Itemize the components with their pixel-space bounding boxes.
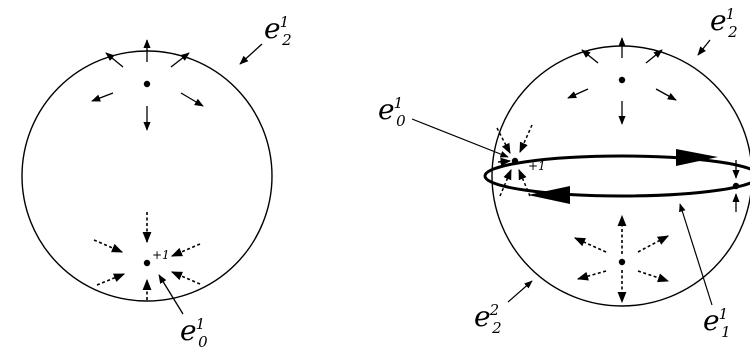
left-bottom-sink-point — [143, 259, 151, 267]
dashed-arrow-from-lower-left — [96, 273, 126, 286]
dashed-arrow-from-lower-right — [170, 271, 201, 285]
right-sphere-outline — [491, 45, 750, 307]
left-top-source-point — [143, 80, 151, 88]
arrow-left — [91, 92, 114, 102]
solid-arrow-left — [497, 157, 512, 166]
dashed-arrow-upper-right — [637, 235, 669, 253]
left-bottom-inward-arrows — [93, 212, 201, 300]
arrow-up-right — [170, 52, 190, 68]
right-top-source-point — [618, 76, 626, 84]
equator-arrowhead-front-right — [676, 149, 718, 166]
right-index-mark: +1 — [528, 159, 546, 173]
dashed-arrow-lower-left — [576, 270, 607, 281]
dashed-arrow-lower-right — [637, 270, 670, 283]
left-bottom-cell-pointer — [158, 274, 184, 315]
arrow-up-left — [105, 52, 124, 68]
dashed-arrow-lower-right — [518, 169, 531, 197]
left-top-cell-pointer — [239, 43, 263, 65]
right-bottom-dashed-arrows — [573, 214, 670, 304]
dashed-arrow-from-upper-left — [93, 239, 124, 253]
dashed-arrow-upper-right — [519, 124, 533, 153]
right-bottom-point — [618, 258, 626, 266]
left-index-mark: +1 — [152, 248, 170, 262]
left-top-outward-arrows — [91, 39, 204, 131]
arrow-left — [567, 88, 589, 99]
right-bottom-left-cell-pointer — [507, 280, 533, 303]
equator-arrowhead-back-left — [528, 186, 570, 204]
right-left-cell-pointer — [411, 118, 509, 158]
dashed-arrow-lower-left — [499, 169, 512, 197]
dashed-arrow-upper-left — [573, 237, 607, 253]
arrow-right — [655, 88, 677, 101]
arrow-up-right — [645, 49, 663, 64]
right-equator-left-point — [511, 157, 519, 165]
right-equator-left-arrows — [496, 124, 533, 197]
right-top-cell-pointer — [697, 39, 711, 56]
arrow-up-left — [581, 49, 599, 64]
dashed-arrow-upper-left — [496, 127, 511, 154]
arrow-right — [180, 92, 204, 107]
dashed-arrow-from-upper-right — [170, 243, 201, 257]
equator-loop — [483, 154, 750, 198]
right-bottom-right-cell-pointer — [679, 203, 713, 306]
right-top-outward-arrows — [567, 37, 677, 125]
right-equator-right-point — [732, 182, 740, 190]
